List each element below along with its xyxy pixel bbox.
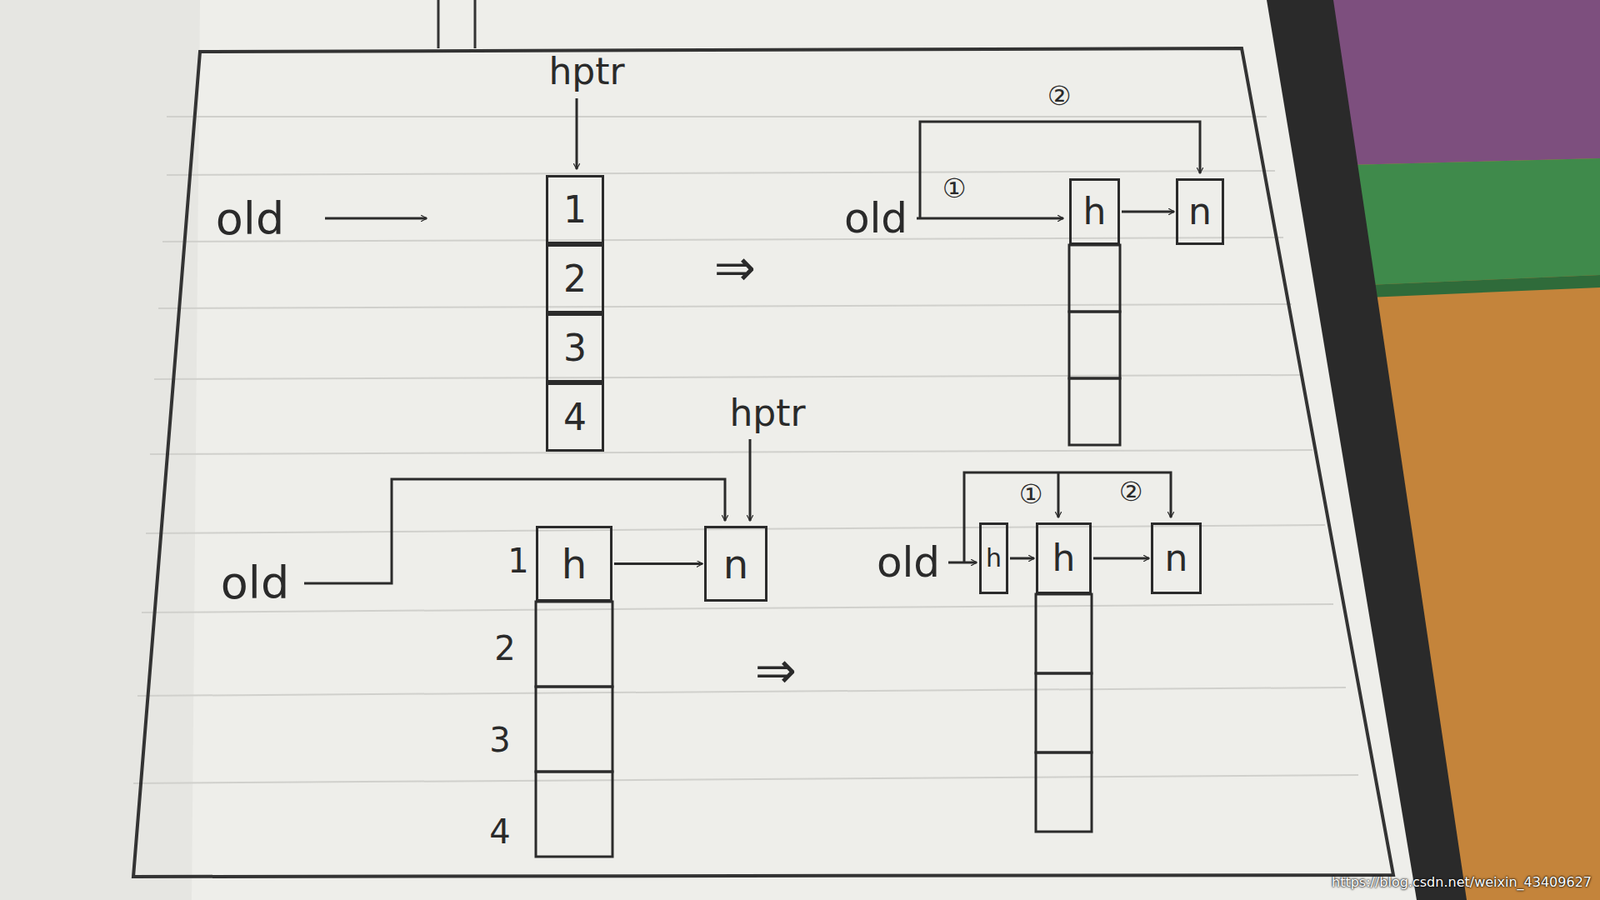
pointer-name: old [220, 558, 290, 608]
paper [0, 0, 1417, 900]
cell-box: 1 [545, 175, 605, 245]
cell-box: n [1175, 178, 1225, 245]
cell-box: h [1069, 178, 1120, 245]
callout-number: ① [942, 174, 967, 204]
empty-cell [535, 601, 613, 687]
cell-text: h [561, 544, 587, 585]
cell-box: 4 [545, 382, 605, 452]
empty-cell [1069, 378, 1120, 445]
cell-text: 3 [563, 330, 587, 367]
pointer-name: old [844, 195, 908, 242]
row-number: 2 [494, 630, 515, 667]
cell-text: h [985, 545, 1002, 571]
empty-cell [1035, 594, 1092, 674]
step-arrow: ⇒ [755, 642, 797, 698]
cell-text: n [1165, 540, 1189, 577]
frame-tab [438, 0, 475, 49]
pointer-name: hptr [729, 393, 805, 434]
cell-box: h [535, 525, 613, 602]
watermark: https://blog.csdn.net/weixin_43409627 [1331, 875, 1592, 890]
row-number: 3 [489, 721, 510, 759]
empty-cell [1035, 752, 1092, 832]
next-pointer [1010, 557, 1035, 560]
facing-page [0, 0, 200, 900]
empty-cell [1069, 311, 1120, 379]
pointer-name: hptr [548, 51, 625, 92]
old-arrow [325, 217, 427, 220]
cell-text: n [723, 544, 749, 585]
row-number: 4 [489, 813, 510, 850]
callout-number: ② [1047, 81, 1072, 111]
next-pointer [614, 562, 703, 565]
old-bracket [304, 479, 725, 584]
empty-cell [1069, 245, 1120, 312]
row-number: 1 [507, 542, 529, 580]
empty-cells [535, 245, 1120, 857]
hptr-arrow [575, 98, 579, 170]
pointer-name: old [215, 194, 285, 244]
cell-text: 2 [563, 260, 587, 298]
pointer-arrows [304, 98, 1200, 584]
cell-text: 1 [563, 191, 587, 229]
rulings [133, 116, 1359, 784]
cell-box: h [979, 522, 1009, 595]
old-arrow [916, 217, 1064, 220]
empty-cell [535, 686, 613, 772]
cell-text: h [1083, 193, 1107, 230]
pointer-name: old [876, 540, 940, 586]
cell-box: n [704, 525, 768, 602]
step-arrow: ⇒ [714, 240, 756, 295]
cell-box: 2 [545, 244, 605, 314]
next-pointer [1121, 210, 1175, 214]
callout-number: ② [1119, 477, 1144, 507]
old-arrow [948, 561, 977, 565]
cell-text: 4 [563, 399, 587, 436]
next-pointer [1093, 557, 1150, 560]
old-bracket [920, 121, 1200, 219]
hptr-arrow [749, 439, 752, 521]
cell-box: 3 [545, 313, 605, 383]
frame [133, 48, 1394, 877]
empty-cell [535, 771, 613, 857]
cell-box: h [1035, 522, 1092, 595]
cell-box: n [1150, 522, 1202, 595]
old-bracket [1057, 472, 1060, 518]
empty-cell [1035, 673, 1092, 753]
cell-text: n [1188, 193, 1212, 230]
cell-text: h [1052, 540, 1076, 577]
callout-number: ① [1019, 480, 1044, 510]
